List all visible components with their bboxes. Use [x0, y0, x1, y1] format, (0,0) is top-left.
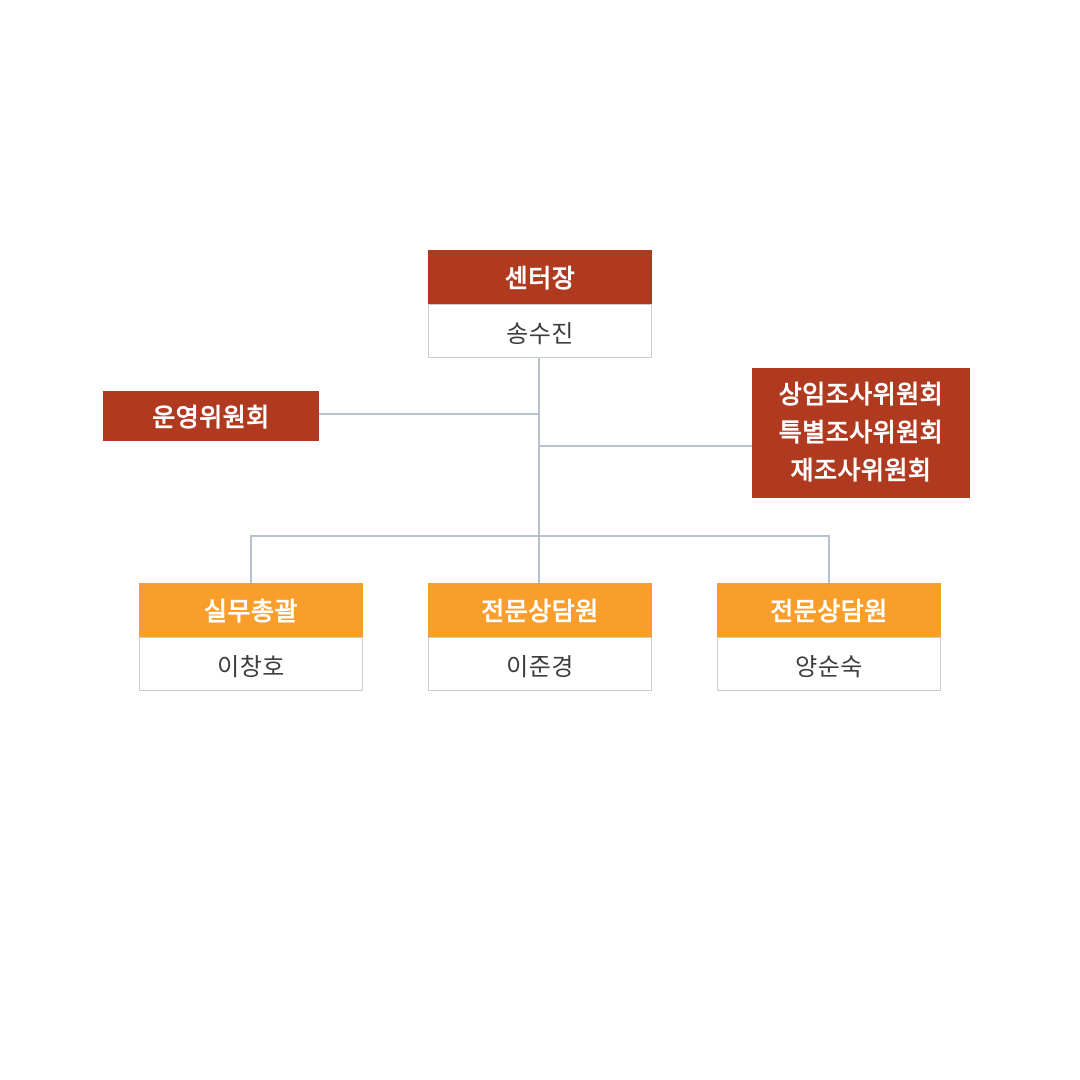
root-node: 센터장 송수진: [428, 250, 652, 358]
member-node-2: 전문상담원 이준경: [428, 583, 652, 691]
connector-committees-branch: [539, 445, 753, 447]
member-node-3: 전문상담원 양순숙: [717, 583, 941, 691]
steering-committee-box: 운영위원회: [103, 391, 319, 441]
connector-member3-drop: [828, 536, 830, 583]
member-3-title: 전문상담원: [717, 583, 941, 637]
steering-committee-label: 운영위원회: [152, 404, 270, 432]
connector-member2-drop: [538, 536, 540, 583]
committee-line-1: 상임조사위원회: [778, 381, 944, 409]
root-title: 센터장: [428, 250, 652, 304]
investigation-committees-box: 상임조사위원회 특별조사위원회 재조사위원회: [752, 368, 970, 498]
root-name: 송수진: [428, 304, 652, 358]
committee-line-3: 재조사위원회: [790, 457, 932, 485]
member-1-title: 실무총괄: [139, 583, 363, 637]
connector-root-vertical: [538, 357, 540, 537]
member-3-name: 양순숙: [717, 637, 941, 691]
connector-members-span: [250, 535, 830, 537]
member-node-1: 실무총괄 이창호: [139, 583, 363, 691]
member-2-name: 이준경: [428, 637, 652, 691]
member-2-title: 전문상담원: [428, 583, 652, 637]
member-1-name: 이창호: [139, 637, 363, 691]
committee-line-2: 특별조사위원회: [778, 419, 944, 447]
connector-steering-branch: [318, 413, 539, 415]
connector-member1-drop: [250, 536, 252, 583]
